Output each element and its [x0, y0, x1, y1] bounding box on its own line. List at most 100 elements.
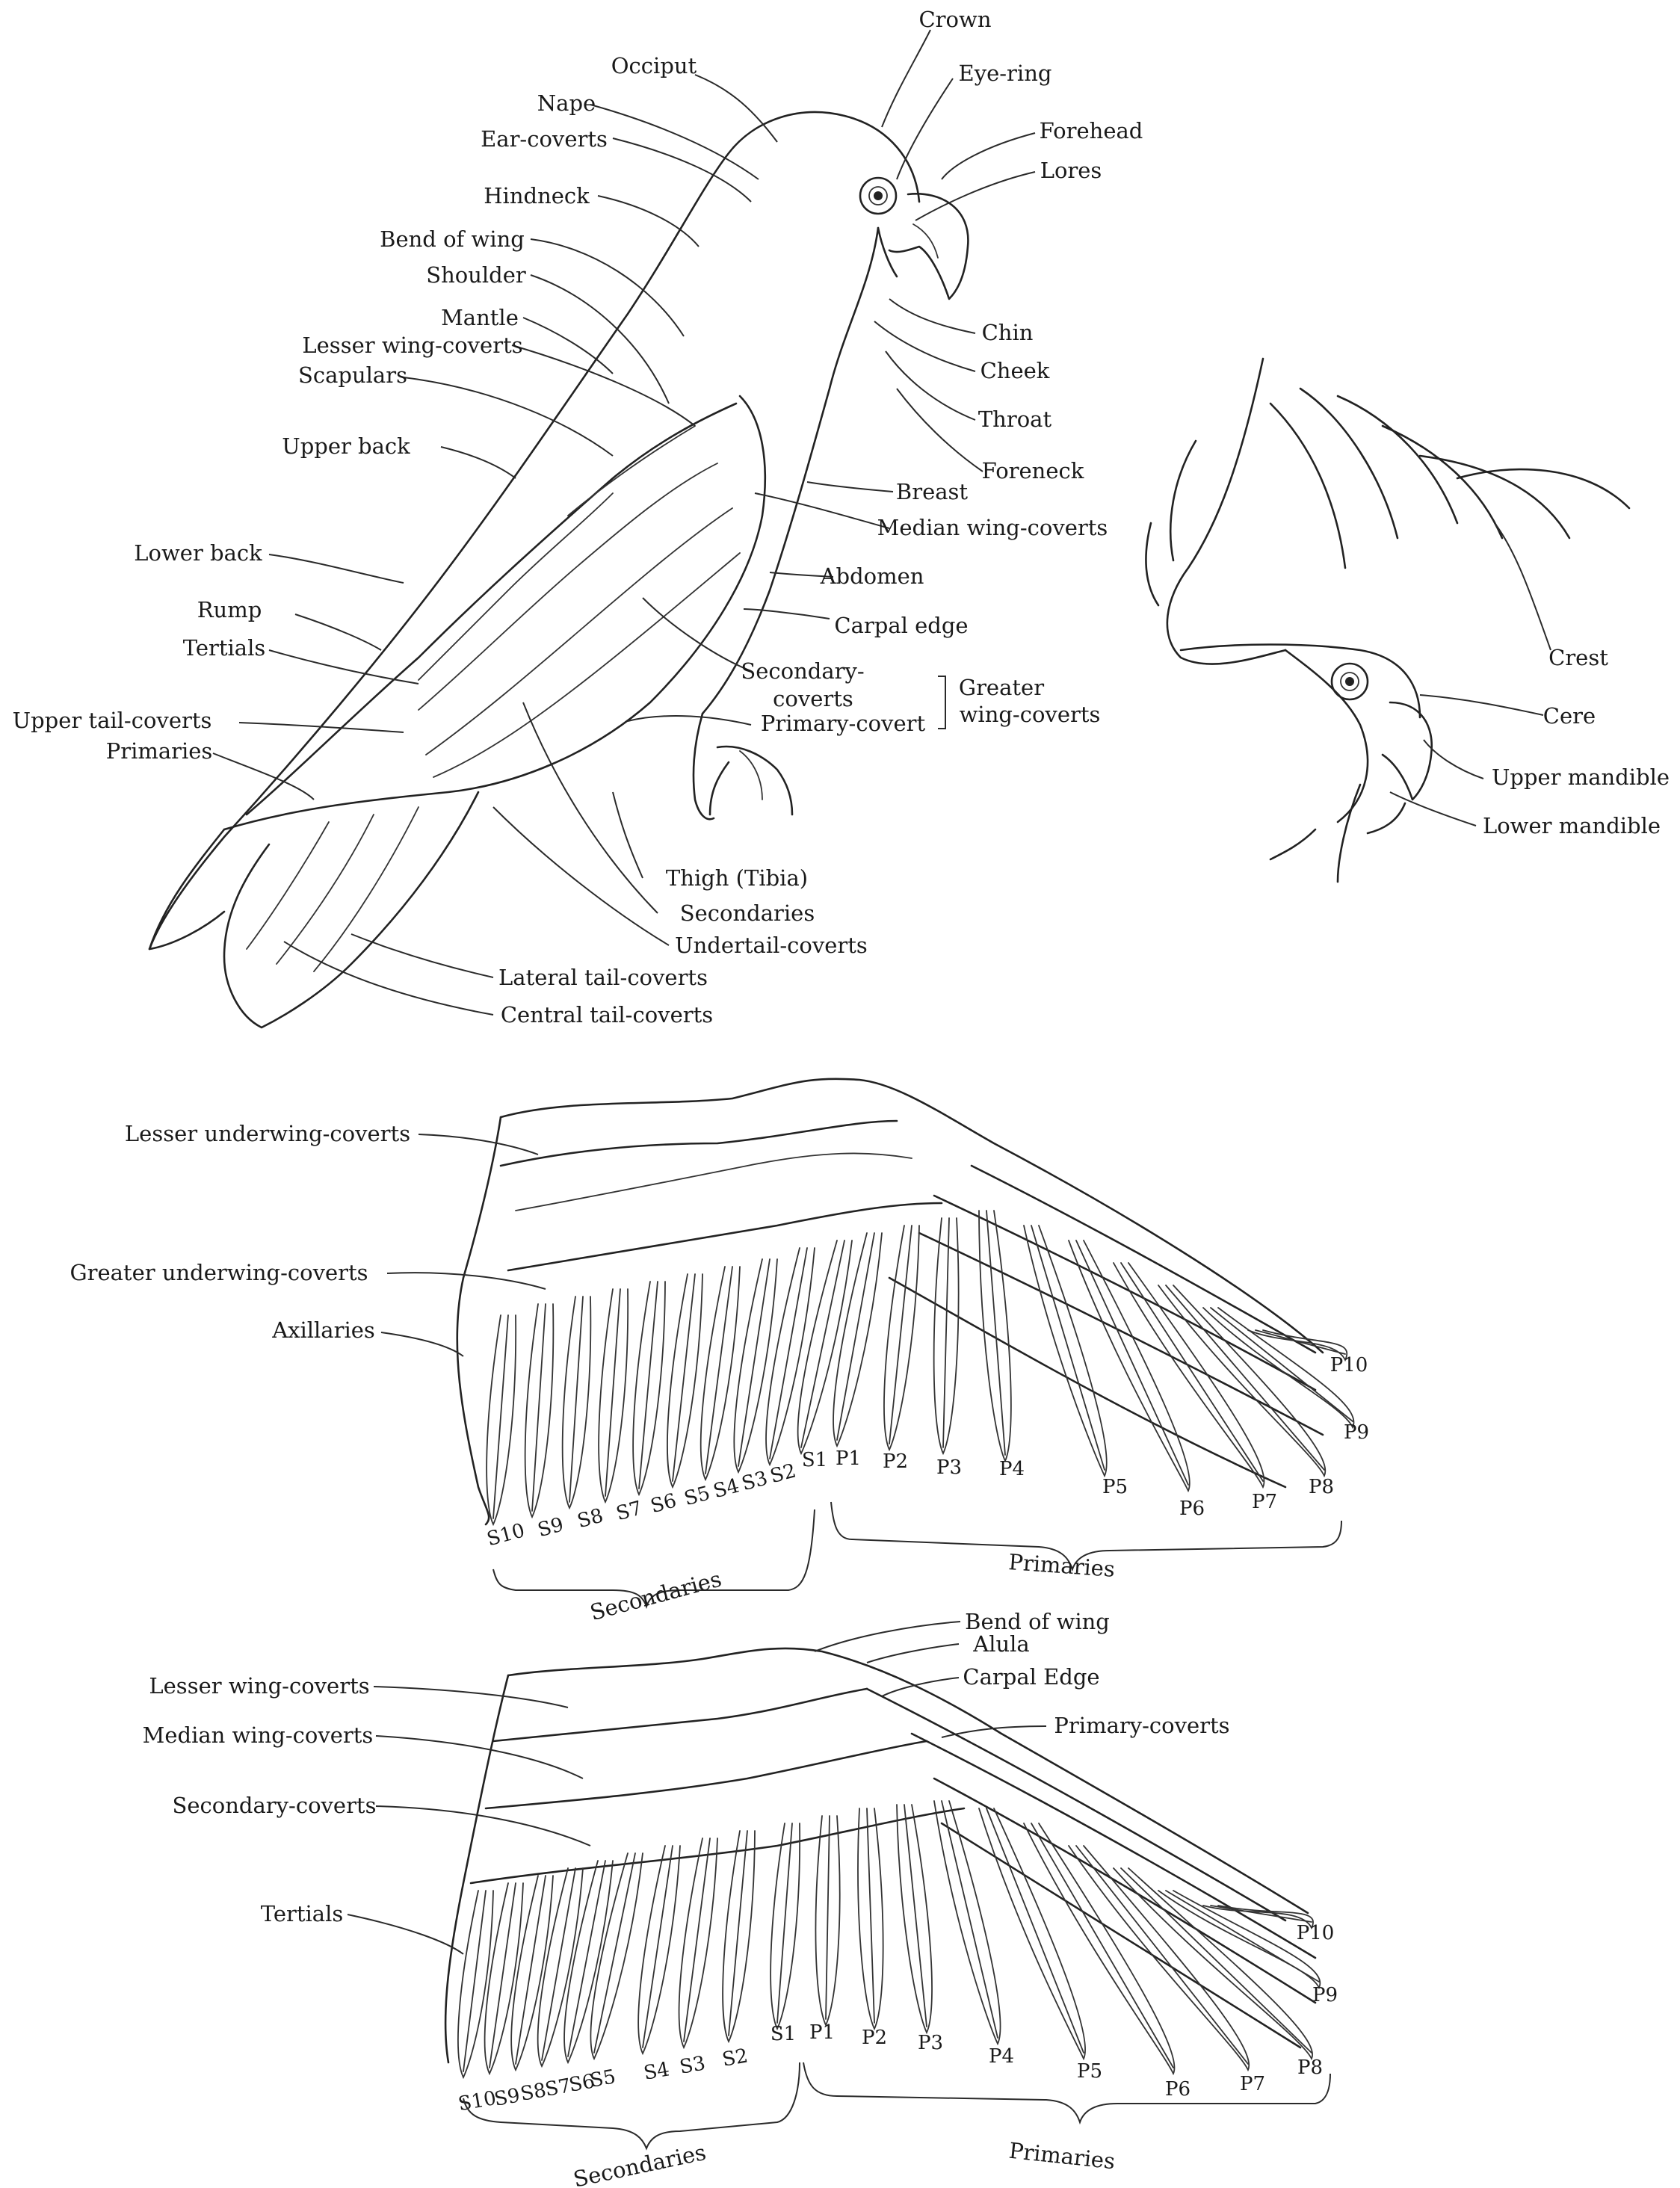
- label-upperwing-secondaries-group: Secondaries: [571, 2139, 708, 2188]
- label-feather-p8: P8: [1309, 1476, 1334, 1498]
- feather-s6: [633, 1282, 665, 1495]
- feather-shaft-p2: [867, 1808, 874, 2023]
- label-upper-back: Upper back: [282, 433, 410, 459]
- label-feather-s9: S9: [535, 1513, 566, 1542]
- label-axillaries: Axillaries: [271, 1317, 375, 1343]
- label-hindneck: Hindneck: [484, 183, 590, 208]
- label-feather-p3: P3: [918, 2032, 943, 2054]
- label-feather-p5: P5: [1077, 2060, 1102, 2083]
- label-central-tail-coverts: Central tail-coverts: [501, 1002, 713, 1027]
- label-feather-s2: S2: [768, 1459, 798, 1488]
- feather-p2: [884, 1226, 919, 1450]
- feather-s4: [638, 1846, 680, 2053]
- label-forehead: Forehead: [1040, 118, 1143, 143]
- label-upperwing-tertials: Tertials: [261, 1901, 344, 1926]
- feather-shaft-p6: [1031, 1823, 1173, 2068]
- feather-p3: [897, 1805, 932, 2033]
- label-feather-p3: P3: [936, 1456, 962, 1479]
- label-primary-covert: Primary-covert: [761, 711, 926, 736]
- label-greater-line2: wing-coverts: [960, 702, 1101, 727]
- feather-p5: [1024, 1226, 1107, 1476]
- label-bend-of-wing: Bend of wing: [380, 226, 525, 252]
- label-abdomen: Abdomen: [820, 563, 924, 589]
- label-feather-p7: P7: [1252, 1491, 1277, 1513]
- label-upper-tail-coverts: Upper tail-coverts: [13, 708, 212, 733]
- label-cheek: Cheek: [980, 358, 1050, 383]
- feather-shaft-s4: [643, 1846, 673, 2048]
- label-ear-coverts: Ear-coverts: [481, 126, 608, 152]
- label-feather-s10: S10: [484, 1519, 527, 1551]
- label-shoulder: Shoulder: [426, 262, 526, 288]
- label-thigh: Thigh (Tibia): [666, 865, 808, 891]
- label-feather-s3: S3: [678, 2052, 707, 2079]
- label-upperwing-alula: Alula: [972, 1631, 1029, 1657]
- feather-shaft-s2: [729, 1831, 747, 2036]
- feather-shaft-s8: [516, 1876, 546, 2064]
- label-cere: Cere: [1543, 703, 1596, 729]
- feather-shaft-p3: [943, 1218, 949, 1447]
- parrot-labels: Crown Occiput Eye-ring Nape Forehead Ear…: [13, 7, 1143, 1027]
- feather-shaft-p4: [986, 1211, 1005, 1455]
- label-lores: Lores: [1040, 158, 1102, 183]
- feather-shaft-p1: [837, 1233, 874, 1440]
- label-feather-s6: S6: [648, 1489, 679, 1518]
- label-scapulars: Scapulars: [298, 362, 407, 388]
- label-feather-s8: S8: [575, 1504, 605, 1533]
- feather-p6: [1024, 1823, 1174, 2074]
- label-feather-p5: P5: [1102, 1476, 1128, 1498]
- feather-p7: [1114, 1263, 1264, 1487]
- feather-p4: [979, 1211, 1011, 1461]
- feather-shaft-p7: [1121, 1263, 1263, 1481]
- feather-shaft-s5: [594, 1853, 635, 2053]
- label-feather-s3: S3: [739, 1467, 770, 1495]
- underwing-feathers: S10S9S8S7S6S5S4S3S2S1P1P2P3P4P5P6P7P8P9P…: [484, 1211, 1369, 1551]
- label-feather-p9: P9: [1344, 1421, 1369, 1444]
- label-feather-s4: S4: [642, 2058, 671, 2085]
- cockatoo-labels: Crest Cere Upper mandible Lower mandible: [1483, 645, 1670, 838]
- label-underwing-secondaries-group: Secondaries: [587, 1566, 724, 1626]
- feather-s3: [734, 1259, 777, 1472]
- label-feather-p6: P6: [1165, 2078, 1190, 2101]
- label-eye-ring: Eye-ring: [959, 61, 1052, 86]
- label-upper-mandible: Upper mandible: [1492, 764, 1670, 790]
- label-upperwing-median-wing-coverts: Median wing-coverts: [143, 1722, 374, 1748]
- label-feather-p7: P7: [1240, 2073, 1265, 2095]
- feather-s7: [538, 1868, 583, 2066]
- label-feather-p10: P10: [1297, 1922, 1335, 1944]
- label-feather-p6: P6: [1179, 1498, 1205, 1520]
- label-breast: Breast: [896, 479, 969, 504]
- feather-s2: [723, 1831, 755, 2042]
- label-feather-p2: P2: [862, 2027, 887, 2049]
- label-secondaries: Secondaries: [680, 900, 815, 926]
- label-crown: Crown: [918, 7, 991, 32]
- label-secondary-coverts-line2: coverts: [773, 686, 853, 711]
- label-upperwing-bend-of-wing: Bend of wing: [965, 1609, 1110, 1634]
- feather-shaft-s1: [777, 1823, 792, 2023]
- feather-shaft-p5: [1031, 1226, 1105, 1470]
- feather-p1: [833, 1233, 882, 1446]
- label-occiput: Occiput: [611, 53, 697, 78]
- label-lower-back: Lower back: [134, 540, 262, 566]
- label-lesser-underwing-coverts: Lesser underwing-coverts: [125, 1121, 410, 1146]
- label-crest: Crest: [1548, 645, 1608, 670]
- label-feather-s1: S1: [770, 2023, 796, 2045]
- feather-s7: [599, 1289, 628, 1502]
- label-upperwing-primaries-group: Primaries: [1007, 2138, 1116, 2175]
- feather-s3: [679, 1838, 717, 2048]
- label-nape: Nape: [537, 90, 596, 116]
- label-upperwing-carpal-edge: Carpal Edge: [963, 1664, 1099, 1690]
- label-feather-s1: S1: [802, 1449, 827, 1471]
- label-lesser-wing-coverts: Lesser wing-coverts: [302, 333, 522, 358]
- label-feather-p4: P4: [999, 1458, 1025, 1480]
- label-feather-p1: P1: [836, 1447, 861, 1470]
- label-feather-p10: P10: [1330, 1354, 1368, 1376]
- label-primaries: Primaries: [106, 738, 213, 764]
- label-upperwing-lesser-wing-coverts: Lesser wing-coverts: [149, 1673, 369, 1699]
- label-throat: Throat: [978, 407, 1052, 432]
- feather-s5: [667, 1274, 702, 1487]
- label-underwing-primaries-group: Primaries: [1007, 1549, 1116, 1582]
- label-feather-s5: S5: [588, 2065, 617, 2092]
- label-feather-p8: P8: [1297, 2056, 1323, 2079]
- label-upperwing-secondary-coverts: Secondary-coverts: [173, 1793, 377, 1818]
